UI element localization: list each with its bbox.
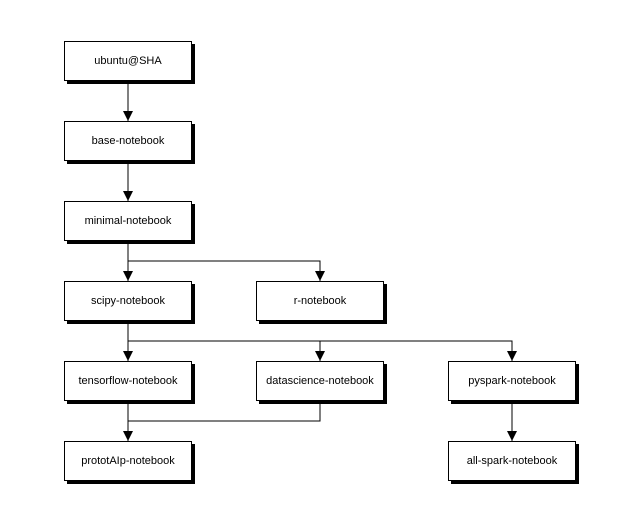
node-all-spark-notebook-label: all-spark-notebook	[466, 455, 558, 467]
node-prototaip-notebook: prototAIp-notebook	[64, 441, 192, 481]
node-pyspark-notebook: pyspark-notebook	[448, 361, 576, 401]
node-datascience-notebook-label: datascience-notebook	[266, 375, 374, 387]
node-minimal-notebook: minimal-notebook	[64, 201, 192, 241]
edge-scipy-datascience	[128, 340, 325, 361]
node-minimal-notebook-label: minimal-notebook	[84, 215, 172, 227]
edge-scipy-pyspark	[320, 340, 517, 361]
node-datascience-notebook: datascience-notebook	[256, 361, 384, 401]
node-scipy-notebook: scipy-notebook	[64, 281, 192, 321]
node-ubuntu: ubuntu@SHA	[64, 41, 192, 81]
node-r-notebook-label: r-notebook	[293, 295, 347, 307]
node-tensorflow-notebook-label: tensorflow-notebook	[78, 375, 178, 387]
node-r-notebook: r-notebook	[256, 281, 384, 321]
node-base-notebook-label: base-notebook	[91, 135, 165, 147]
edge-minimal-r	[128, 260, 325, 281]
node-base-notebook: base-notebook	[64, 121, 192, 161]
node-tensorflow-notebook: tensorflow-notebook	[64, 361, 192, 401]
node-ubuntu-label: ubuntu@SHA	[94, 55, 162, 67]
node-scipy-notebook-label: scipy-notebook	[91, 295, 165, 307]
node-all-spark-notebook: all-spark-notebook	[448, 441, 576, 481]
node-prototaip-notebook-label: prototAIp-notebook	[81, 455, 175, 467]
node-pyspark-notebook-label: pyspark-notebook	[468, 375, 556, 387]
edge-datascience-prototaip	[128, 401, 321, 422]
